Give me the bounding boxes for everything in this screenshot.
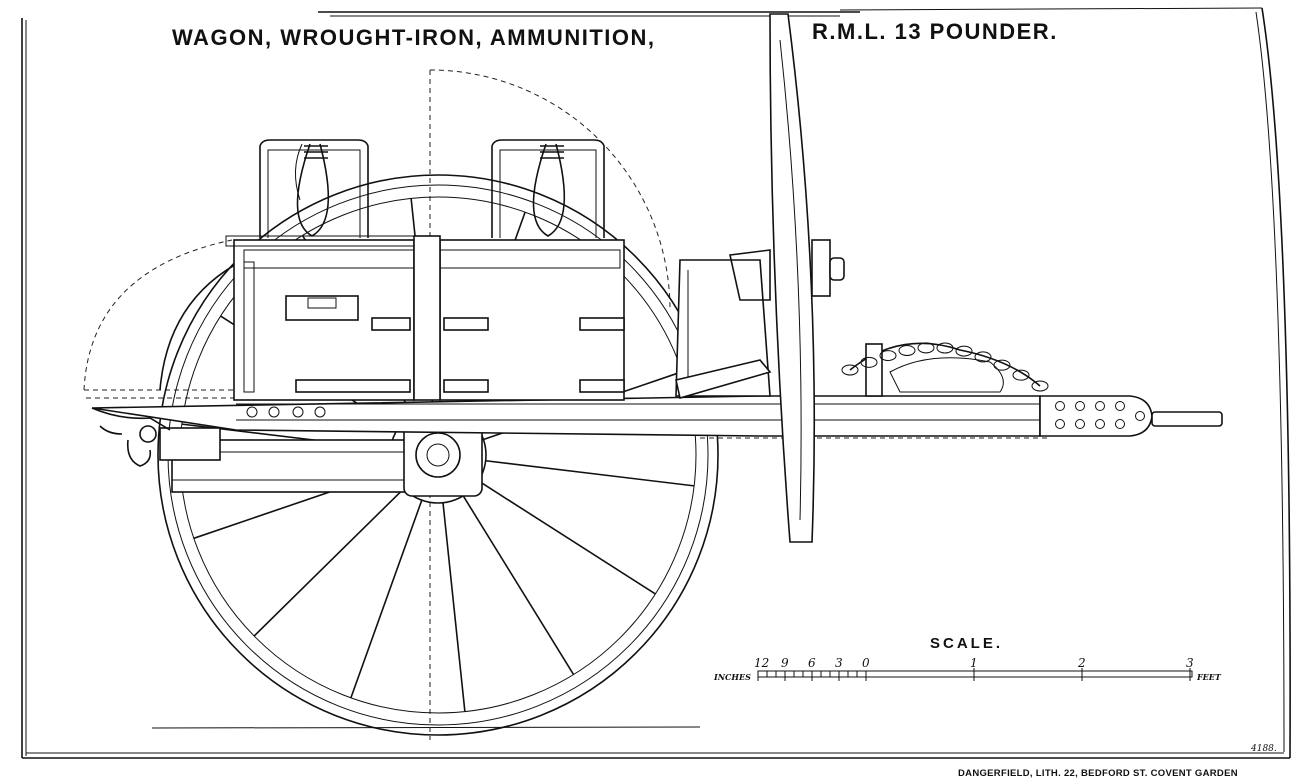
scale-tick-label: 6 bbox=[808, 656, 816, 670]
scale-tick-label: 0 bbox=[862, 656, 870, 670]
scale-title: SCALE. bbox=[930, 635, 1003, 652]
chain-link bbox=[917, 342, 935, 354]
pole-bolt bbox=[1095, 419, 1105, 429]
chain-link bbox=[860, 356, 878, 368]
scale-inches-label: INCHES bbox=[713, 672, 751, 682]
pole-bolt bbox=[1135, 411, 1145, 421]
chain-link bbox=[1012, 369, 1030, 381]
wheel-spoke bbox=[462, 495, 575, 675]
chain-link bbox=[993, 359, 1011, 371]
scale-tick-label: 3 bbox=[835, 656, 843, 670]
wagon-perch bbox=[91, 395, 1223, 437]
front-wheel bbox=[769, 13, 845, 543]
rear-hook bbox=[91, 407, 171, 467]
ammunition-box-front bbox=[439, 139, 625, 401]
perch-bolt bbox=[246, 406, 258, 418]
scale-tick-label: 2 bbox=[1077, 656, 1086, 670]
drag-chain bbox=[841, 342, 1049, 397]
perch-bolt bbox=[268, 406, 280, 418]
plate-title-right: R.M.L. 13 POUNDER. bbox=[812, 19, 1058, 44]
pole-bolt bbox=[1075, 401, 1085, 411]
pole-bolt bbox=[1115, 401, 1125, 411]
chain-link bbox=[898, 345, 916, 357]
scale-tick-label: 12 bbox=[754, 656, 769, 670]
ammunition-box-rear bbox=[225, 139, 421, 401]
fore-carriage bbox=[675, 249, 772, 400]
pole-bolt bbox=[1055, 419, 1065, 429]
chain-link bbox=[879, 350, 897, 362]
chain-link bbox=[974, 351, 992, 363]
perch-bolt bbox=[292, 406, 304, 418]
pole-bolt bbox=[1115, 419, 1125, 429]
chain-link bbox=[955, 345, 973, 357]
plate-number: 4188. bbox=[1250, 744, 1277, 754]
scale-feet-label: FEET bbox=[1196, 672, 1222, 682]
chain-link bbox=[1031, 380, 1049, 392]
pole-bolt bbox=[1095, 401, 1105, 411]
centre-post bbox=[413, 235, 441, 401]
wheel-spoke bbox=[485, 459, 695, 487]
wheel-spoke bbox=[442, 502, 466, 712]
chain-link bbox=[841, 364, 859, 376]
wheel-spoke bbox=[478, 480, 656, 595]
scale-tick-label: 9 bbox=[781, 656, 789, 670]
pole-bolt bbox=[1075, 419, 1085, 429]
plate-title-left: WAGON, WROUGHT-IRON, AMMUNITION, bbox=[172, 25, 655, 50]
scale-tick-label: 1 bbox=[970, 656, 978, 670]
chain-link bbox=[936, 342, 954, 354]
axle-tree bbox=[159, 419, 483, 497]
perch-bolt bbox=[314, 406, 326, 418]
pole-bolt bbox=[1055, 401, 1065, 411]
scale-tick-label: 3 bbox=[1186, 656, 1194, 670]
lithographer-credit: DANGERFIELD, LITH. 22, BEDFORD ST. COVEN… bbox=[958, 768, 1238, 779]
wheel-spoke bbox=[350, 499, 423, 699]
wheel-spoke bbox=[253, 488, 405, 637]
plate-border bbox=[21, 7, 1291, 759]
